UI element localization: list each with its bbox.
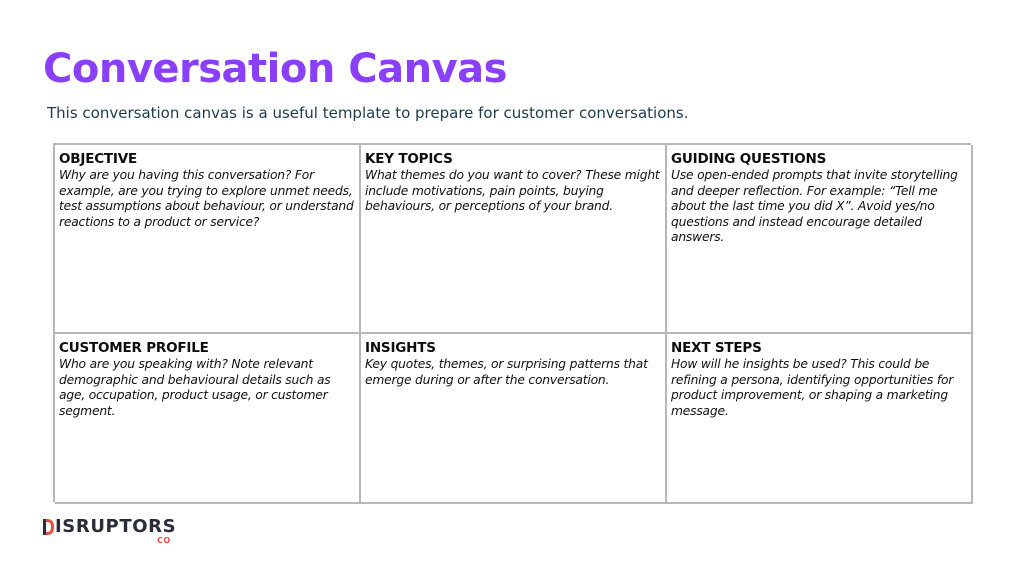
cell-insights: INSIGHTS Key quotes, themes, or surprisi… bbox=[361, 334, 667, 504]
cell-next-steps: NEXT STEPS How will he insights be used?… bbox=[667, 334, 973, 504]
cell-heading: OBJECTIVE bbox=[59, 151, 138, 167]
page-subtitle: This conversation canvas is a useful tem… bbox=[47, 104, 689, 122]
cell-description: Who are you speaking with? Note relevant… bbox=[59, 357, 331, 418]
logo-text: ISRUPTORS bbox=[55, 516, 177, 537]
cell-description: Why are you having this conversation? Fo… bbox=[59, 168, 354, 229]
cell-objective: OBJECTIVE Why are you having this conver… bbox=[55, 145, 361, 334]
canvas-grid: OBJECTIVE Why are you having this conver… bbox=[53, 143, 973, 504]
cell-description: Use open-ended prompts that invite story… bbox=[671, 168, 958, 244]
cell-heading: CUSTOMER PROFILE bbox=[59, 340, 209, 356]
logo-suffix: CO bbox=[157, 536, 171, 545]
disruptors-d-logo-icon bbox=[43, 519, 54, 535]
cell-heading: GUIDING QUESTIONS bbox=[671, 151, 827, 167]
cell-description: What themes do you want to cover? These … bbox=[365, 168, 660, 213]
cell-key-topics: KEY TOPICS What themes do you want to co… bbox=[361, 145, 667, 334]
cell-heading: KEY TOPICS bbox=[365, 151, 453, 167]
cell-heading: INSIGHTS bbox=[365, 340, 436, 356]
cell-guiding-questions: GUIDING QUESTIONS Use open-ended prompts… bbox=[667, 145, 973, 334]
disruptors-logo: ISRUPTORS CO bbox=[43, 516, 183, 546]
page-title: Conversation Canvas bbox=[43, 46, 507, 92]
cell-description: How will he insights be used? This could… bbox=[671, 357, 954, 418]
cell-description: Key quotes, themes, or surprising patter… bbox=[365, 357, 648, 387]
cell-customer-profile: CUSTOMER PROFILE Who are you speaking wi… bbox=[55, 334, 361, 504]
cell-heading: NEXT STEPS bbox=[671, 340, 762, 356]
logo-wordmark: ISRUPTORS bbox=[43, 516, 176, 538]
